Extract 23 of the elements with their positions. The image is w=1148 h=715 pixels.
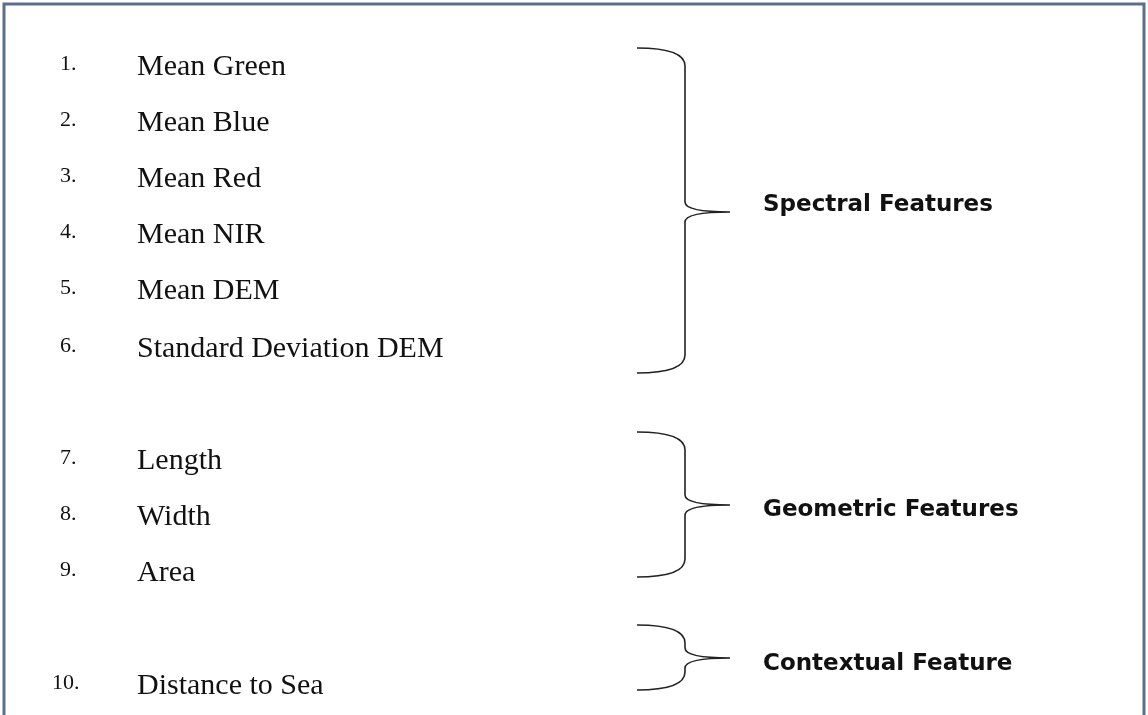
list-number: 7. [60, 446, 77, 468]
group-label: Contextual Feature [763, 651, 1013, 674]
list-item: Area [137, 556, 196, 586]
list-number: 9. [60, 558, 77, 580]
group-label: Spectral Features [763, 192, 993, 215]
list-item: Standard Deviation DEM [137, 332, 444, 362]
list-item: Mean NIR [137, 218, 265, 248]
list-item: Mean DEM [137, 274, 280, 304]
list-number: 3. [60, 164, 77, 186]
list-number: 10. [52, 671, 80, 693]
list-number: 1. [60, 52, 77, 74]
list-number: 4. [60, 220, 77, 242]
list-item: Width [137, 500, 211, 530]
list-item: Distance to Sea [137, 669, 324, 699]
list-item: Mean Blue [137, 106, 270, 136]
list-number: 8. [60, 502, 77, 524]
list-item: Mean Red [137, 162, 262, 192]
list-number: 5. [60, 276, 77, 298]
list-item: Mean Green [137, 50, 287, 80]
list-number: 6. [60, 334, 77, 356]
list-number: 2. [60, 108, 77, 130]
list-item: Length [137, 444, 222, 474]
group-label: Geometric Features [763, 497, 1019, 520]
